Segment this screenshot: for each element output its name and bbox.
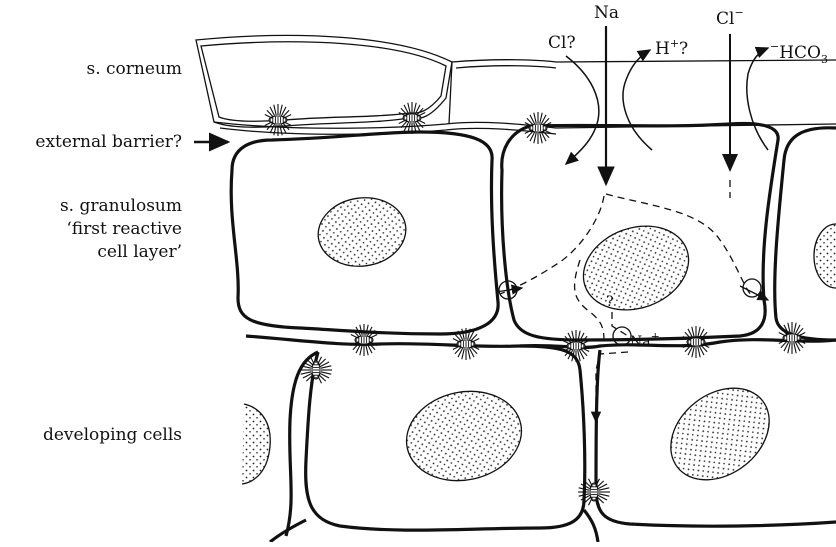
dashed-path-basal [596, 352, 628, 422]
nucleus-granulosum-middle [572, 212, 701, 324]
ion-hco3: −HCO3 [770, 40, 828, 66]
ion-cl: Cl− [716, 6, 744, 29]
label-developing: developing cells [43, 425, 182, 445]
h-arrow [623, 50, 652, 150]
label-granulosum-1: s. granulosum [60, 196, 182, 216]
ion-h: H+? [655, 37, 688, 59]
ion-na: Na [594, 3, 619, 23]
nucleus-granulosum-right [814, 224, 836, 288]
junction-7 [683, 326, 709, 358]
cl-q-arrow [566, 56, 599, 164]
nucleus-granulosum-left [314, 192, 411, 272]
junction-2 [399, 102, 425, 134]
junction-3 [525, 112, 551, 144]
ion-na-small: Na+ [630, 330, 660, 350]
label-granulosum-2: ‘first reactive [66, 219, 182, 239]
junction-8 [779, 322, 805, 354]
pump-right [743, 279, 761, 297]
junction-6 [563, 330, 589, 362]
junction-1 [265, 104, 291, 136]
label-granulosum-3: cell layer’ [97, 242, 182, 262]
label-corneum: s. corneum [87, 59, 183, 79]
corneum-cell-right-inner [456, 66, 556, 68]
partial-cell-left [242, 404, 270, 484]
left-labels: s. corneum external barrier? s. granulos… [35, 59, 182, 445]
hco3-arrow [747, 48, 768, 150]
ion-cl-q: Cl? [548, 33, 576, 53]
nucleus-developing-right [653, 369, 787, 499]
stratum-corneum [196, 35, 836, 134]
label-barrier: external barrier? [35, 132, 182, 152]
nucleus-developing-middle [398, 381, 530, 491]
junction-4 [351, 324, 377, 356]
developing-bottom-link [584, 510, 598, 542]
ion-question: ? [606, 294, 614, 310]
pump-basal [613, 327, 631, 345]
ion-labels: Na Cl? H+? Cl− −HCO3 ? Na+ [548, 3, 828, 350]
